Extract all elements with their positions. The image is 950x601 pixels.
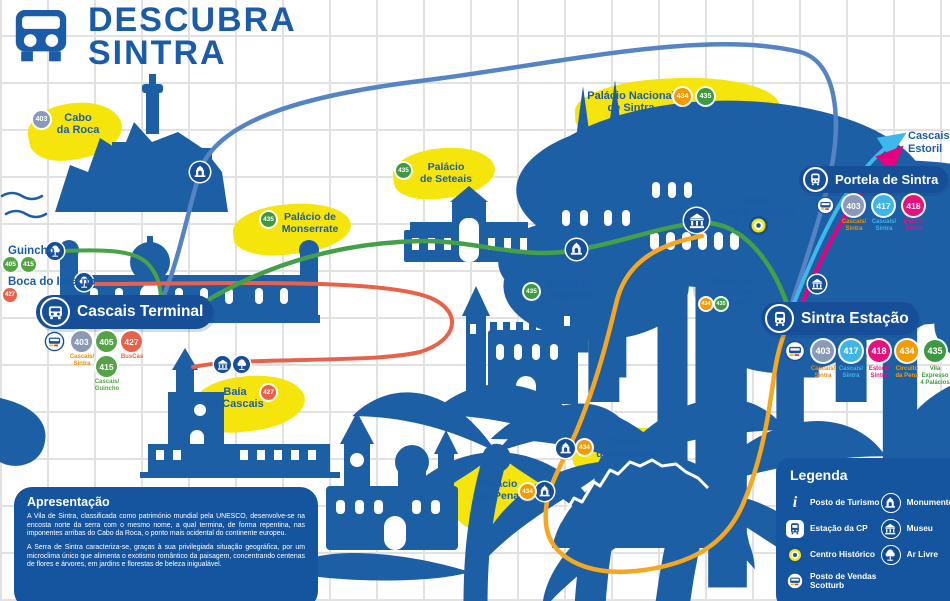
route-badge-405: 405	[96, 331, 117, 352]
route-badge-435: 435	[715, 298, 727, 310]
route-badge-434: 434	[674, 88, 691, 105]
route-badge-403: 403	[33, 111, 50, 128]
scotturb-sales-icon	[816, 196, 835, 215]
route-badge-427: 427	[3, 288, 17, 302]
route-badge-435: 435	[697, 88, 714, 105]
label-arrow-cascais: Cascais	[908, 130, 950, 142]
route-badge-434: 434	[896, 340, 918, 362]
museum-icon	[808, 275, 826, 293]
route-badge-label: Cascais/Sintra	[841, 219, 867, 232]
route-badge-427: 427	[121, 331, 142, 352]
bus-logo-icon	[15, 10, 67, 62]
hub-cascais-terminal: Cascais Terminal	[36, 295, 214, 329]
label-quinta-regaleira: Quinta da Regaleira	[546, 279, 594, 302]
train-icon	[803, 167, 828, 192]
monument-icon	[190, 162, 210, 182]
train-icon	[765, 304, 794, 333]
route-badge-403: 403	[843, 195, 864, 216]
presentation-title: Apresentação	[27, 495, 110, 509]
label-boca-do-inferno: Boca do Inferno	[8, 276, 96, 288]
info-icon: i	[734, 214, 740, 234]
route-badge-434: 434	[577, 440, 592, 455]
info-icon: i	[792, 494, 798, 512]
route-badge-435: 435	[524, 284, 539, 299]
monument-icon	[566, 239, 587, 260]
open-air-icon	[880, 545, 901, 565]
museum-icon	[880, 519, 901, 539]
monument-icon	[880, 493, 901, 513]
route-badge-434: 434	[700, 298, 712, 310]
route-badge-405: 405	[3, 257, 18, 272]
route-badge-label: Cascais/Sintra	[810, 366, 836, 379]
legend-panel: Legenda i Posto de Turismo Monumento Est…	[776, 458, 950, 601]
route-badge-427: 427	[261, 385, 276, 400]
presentation-paragraph-2: A Serra de Sintra caracteriza-se, graças…	[27, 543, 305, 569]
label-sintra-centro-historico: Sintra Centro Histórico	[716, 196, 796, 219]
label-castelo-mouros: Castelo dos Mouros	[596, 436, 656, 460]
route-badge-418: 418	[903, 195, 924, 216]
presentation-paragraph-1: A Vila de Sintra, classificada como patr…	[27, 513, 305, 538]
legend-item-posto-turismo: i Posto de Turismo	[786, 494, 881, 512]
illustration-palacio-pena	[326, 412, 458, 550]
hub-portela-label: Portela de Sintra	[835, 172, 939, 187]
historic-center-icon	[786, 546, 804, 564]
museum-icon	[684, 208, 709, 233]
label-guincho: Guincho	[8, 245, 55, 257]
route-badge-403: 403	[71, 331, 92, 352]
poster-title: DESCUBRA SINTRA	[88, 1, 297, 72]
route-badge-417: 417	[873, 195, 894, 216]
route-badge-417: 417	[840, 340, 862, 362]
scotturb-sales-icon	[784, 340, 806, 362]
open-air-icon	[233, 356, 250, 373]
legend-title: Legenda	[790, 467, 848, 483]
route-badge-label: BusCas	[120, 354, 144, 360]
legend-item-ar-livre: Ar Livre	[880, 545, 950, 565]
route-badge-label: Estoril/Sintra	[868, 366, 890, 379]
legend-item-monumento: Monumento	[880, 493, 950, 513]
legend-item-estacao-cp: Estação da CP	[786, 520, 881, 538]
info-icon: i	[766, 340, 771, 359]
legend-item-museu: Museu	[880, 519, 950, 539]
scotturb-sales-icon	[786, 572, 804, 590]
scotturb-sales-icon	[44, 331, 65, 352]
label-palacio-monserrate: Palácio de Monserrate	[281, 211, 339, 235]
hub-sintra-estacao: Sintra Estação	[761, 302, 919, 335]
route-badge-label: Cascais/Sintra	[69, 354, 95, 367]
hub-sintra-estacao-label: Sintra Estação	[801, 309, 909, 327]
route-badge-label: Cascais/Guincho	[94, 379, 120, 392]
route-badge-415: 415	[21, 257, 36, 272]
route-badge-435: 435	[261, 212, 276, 227]
cp-station-icon	[786, 520, 804, 538]
legend-item-posto-vendas: Posto de Vendas Scotturb	[786, 571, 950, 590]
museum-icon	[214, 356, 231, 373]
monument-icon	[556, 439, 575, 458]
poster-title-line2: SINTRA	[88, 34, 227, 72]
hub-portela-de-sintra: Portela de Sintra	[799, 166, 949, 193]
route-badge-label: Cascais/Sintra	[871, 219, 897, 232]
label-cabo-da-roca: Cabo da Roca	[56, 112, 100, 137]
monument-icon	[535, 482, 554, 501]
route-badge-label: Estoril/Sintra	[903, 219, 925, 232]
route-badge-418: 418	[868, 340, 890, 362]
route-badge-label: Cascais/Sintra	[838, 366, 864, 379]
label-palacio-nacional: Palácio Nacional de Sintra	[587, 90, 675, 115]
hub-cascais-terminal-label: Cascais Terminal	[77, 303, 204, 320]
bus-icon	[40, 297, 70, 327]
poster-title-line1: DESCUBRA	[88, 1, 297, 39]
label-palacio-pena: Palácio da Pena	[478, 478, 520, 502]
route-badge-435: 435	[924, 340, 946, 362]
presentation-panel: Apresentação A Vila de Sintra, classific…	[14, 487, 318, 601]
route-badge-435: 435	[396, 163, 411, 178]
route-badge-403: 403	[812, 340, 834, 362]
label-arrow-estoril: Estoril	[908, 143, 943, 155]
label-palacio-seteais: Palácio de Seteais	[420, 161, 472, 185]
label-baia-de-cascais: Baía de Cascais	[206, 386, 264, 411]
legend-item-centro-historico: Centro Histórico	[786, 546, 881, 564]
route-badge-434: 434	[520, 484, 535, 499]
